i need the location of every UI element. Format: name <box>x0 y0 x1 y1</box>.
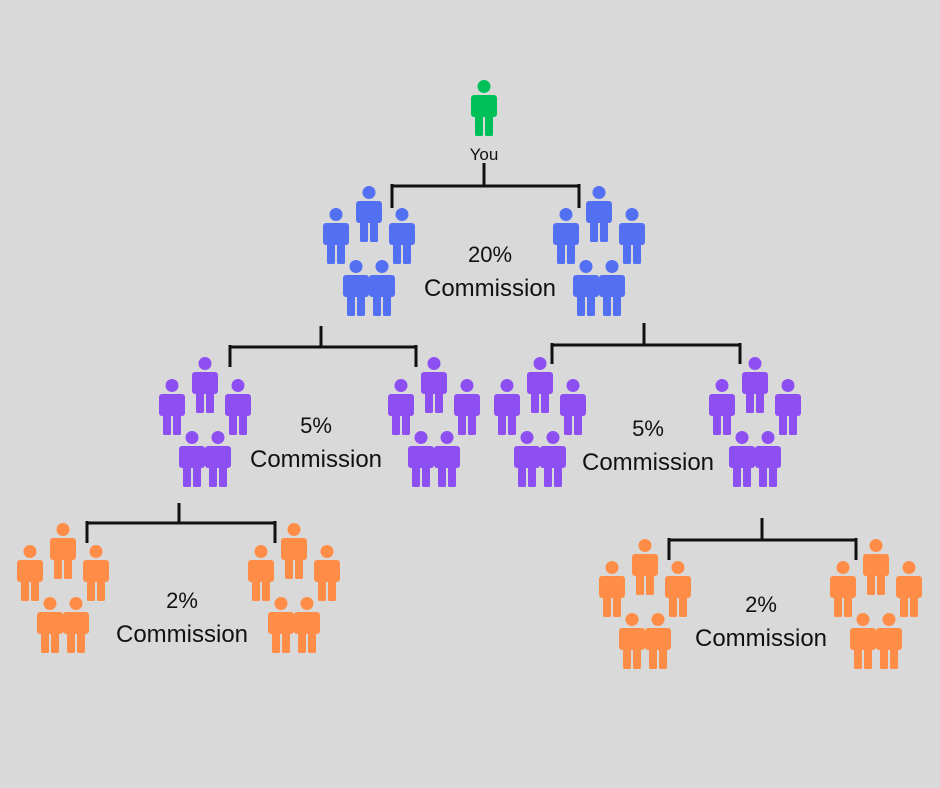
person-icon <box>37 597 63 653</box>
person-icon <box>343 260 369 316</box>
person-icon <box>159 379 185 435</box>
level3-right-percent: 2% <box>745 592 777 617</box>
level3-c-group <box>599 539 691 669</box>
person-icon <box>619 613 645 669</box>
person-icon <box>599 561 625 617</box>
commission-labels: 20% Commission 5% Commission 5% Commissi… <box>116 242 827 652</box>
connector-right-l1 <box>550 323 742 364</box>
person-icon <box>742 357 768 413</box>
level2-right-commission-label: Commission <box>582 449 714 476</box>
level1-right-group <box>553 186 645 316</box>
person-icon <box>268 597 294 653</box>
person-icon <box>830 561 856 617</box>
person-icon <box>17 545 43 601</box>
person-icon <box>755 431 781 487</box>
connector-left-l2 <box>85 503 277 543</box>
person-icon <box>494 379 520 435</box>
person-icon <box>876 613 902 669</box>
person-icon <box>645 613 671 669</box>
person-icon <box>619 208 645 264</box>
person-icon <box>527 357 553 413</box>
person-icon <box>408 431 434 487</box>
you-label: You <box>470 145 499 164</box>
level3-left-percent: 2% <box>166 588 198 613</box>
person-icon <box>389 208 415 264</box>
person-icon <box>294 597 320 653</box>
level1-left-group <box>323 186 415 316</box>
person-icon <box>179 431 205 487</box>
person-icon <box>553 208 579 264</box>
level2-b-group <box>388 357 480 487</box>
person-icon <box>248 545 274 601</box>
level2-c-group <box>494 357 586 487</box>
level1-commission-label: Commission <box>424 275 556 302</box>
level3-b-group <box>248 523 340 653</box>
connector-lines <box>85 163 858 560</box>
person-icon <box>540 431 566 487</box>
person-icon <box>632 539 658 595</box>
person-icon <box>421 357 447 413</box>
connector-left-l1 <box>228 326 418 367</box>
person-icon <box>599 260 625 316</box>
person-icon <box>83 545 109 601</box>
person-icon <box>586 186 612 242</box>
you-person-icon <box>471 80 497 136</box>
level3-right-commission-label: Commission <box>695 625 827 652</box>
person-icon <box>560 379 586 435</box>
level2-right-percent: 5% <box>632 416 664 441</box>
person-icon <box>573 260 599 316</box>
level2-left-commission-label: Commission <box>250 446 382 473</box>
person-icon <box>850 613 876 669</box>
person-icon <box>434 431 460 487</box>
level2-a-group <box>159 357 251 487</box>
person-icon <box>709 379 735 435</box>
person-icon <box>205 431 231 487</box>
person-icon <box>471 80 497 136</box>
level2-left-percent: 5% <box>300 413 332 438</box>
person-icon <box>50 523 76 579</box>
person-icon <box>665 561 691 617</box>
person-icon <box>775 379 801 435</box>
level3-d-group <box>830 539 922 669</box>
level2-d-group <box>709 357 801 487</box>
connector-root <box>390 163 581 208</box>
person-icon <box>192 357 218 413</box>
person-icon <box>63 597 89 653</box>
person-icon <box>514 431 540 487</box>
person-icon <box>896 561 922 617</box>
person-icon <box>863 539 889 595</box>
level3-a-group <box>17 523 109 653</box>
person-icon <box>729 431 755 487</box>
person-icon <box>369 260 395 316</box>
level1-percent: 20% <box>468 242 512 267</box>
level3-left-commission-label: Commission <box>116 621 248 648</box>
connector-right-l2 <box>667 518 858 560</box>
person-icon <box>281 523 307 579</box>
person-icon <box>323 208 349 264</box>
person-icon <box>356 186 382 242</box>
person-icon <box>388 379 414 435</box>
person-icon <box>314 545 340 601</box>
person-icon <box>225 379 251 435</box>
person-icon <box>454 379 480 435</box>
